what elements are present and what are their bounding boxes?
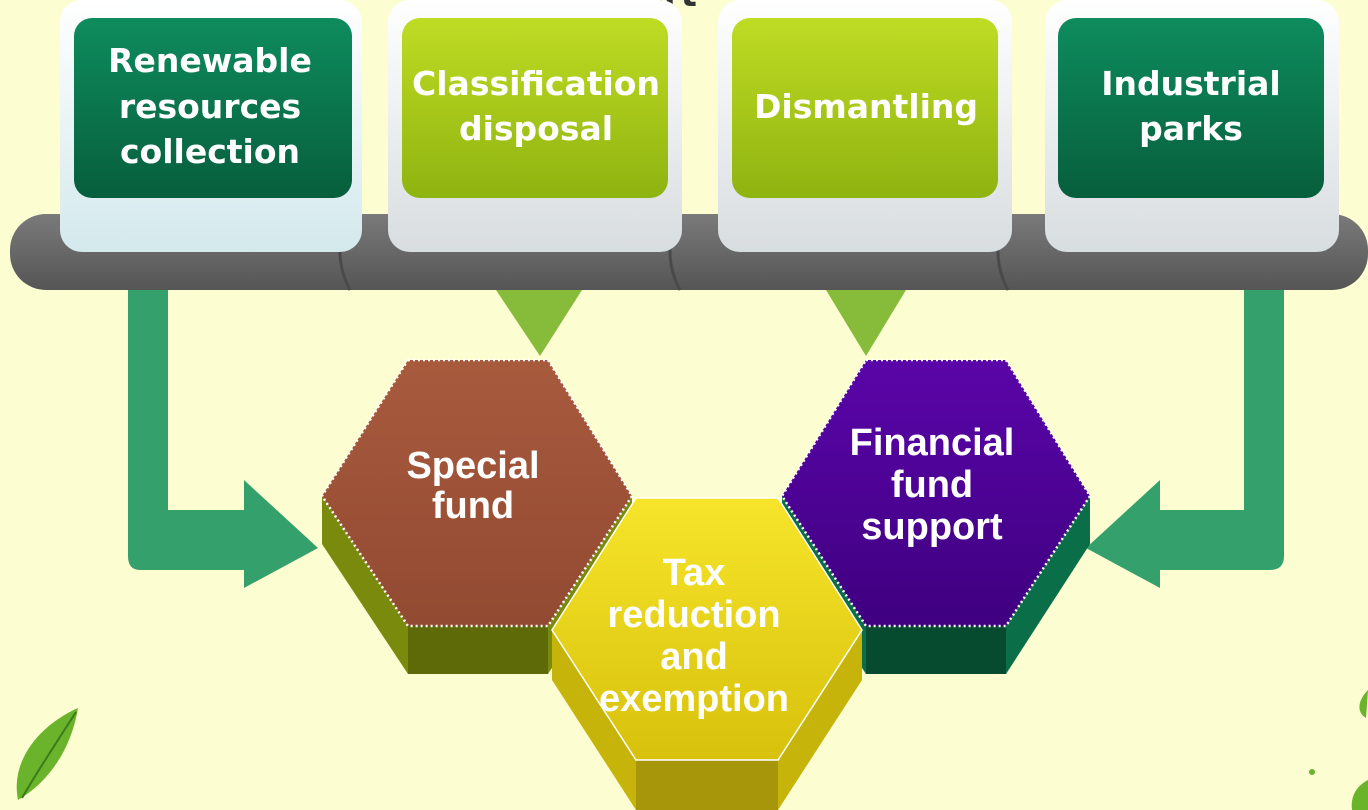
leaf-decoration-right-icon xyxy=(1309,690,1368,810)
financial-fund-label-line-1: Financial xyxy=(850,422,1015,464)
hex-tax-reduction: Tax reduction and exemption xyxy=(551,497,863,810)
tax-reduction-label-line-1: Tax xyxy=(663,552,726,594)
down-triangle-dismantling xyxy=(826,290,906,356)
special-fund-label-line-2: fund xyxy=(432,485,514,527)
special-fund-label-line-1: Special xyxy=(406,445,539,487)
tax-reduction-label-line-3: and xyxy=(660,636,728,678)
renewable-label-line-1: Renewable xyxy=(108,41,312,80)
dismantling-label: Dismantling xyxy=(754,87,978,126)
hex-special-fund: Special fund xyxy=(320,358,634,674)
category-card-industrial: Industrial parks xyxy=(1045,0,1339,252)
renewable-label-line-3: collection xyxy=(120,132,300,171)
right-elbow-arrow xyxy=(1086,290,1284,588)
leaf-decoration-left-icon xyxy=(16,708,78,800)
financial-fund-label-line-3: support xyxy=(861,506,1003,548)
industrial-label-line-1: Industrial xyxy=(1101,64,1280,103)
industrial-label-line-2: parks xyxy=(1139,109,1243,148)
financial-fund-label-line-2: fund xyxy=(891,464,973,506)
category-card-renewable: Renewable resources collection xyxy=(60,0,362,252)
tax-reduction-label-line-2: reduction xyxy=(607,594,780,636)
classification-label-line-2: disposal xyxy=(459,109,613,148)
renewable-label-line-2: resources xyxy=(119,87,301,126)
category-card-dismantling: Dismantling xyxy=(718,0,1012,252)
tax-reduction-label-line-4: exemption xyxy=(599,678,789,720)
classification-label-line-1: Classification xyxy=(412,64,660,103)
category-card-classification: Classification disposal xyxy=(388,0,682,252)
left-elbow-arrow xyxy=(128,290,318,588)
down-triangle-classification xyxy=(496,290,582,356)
